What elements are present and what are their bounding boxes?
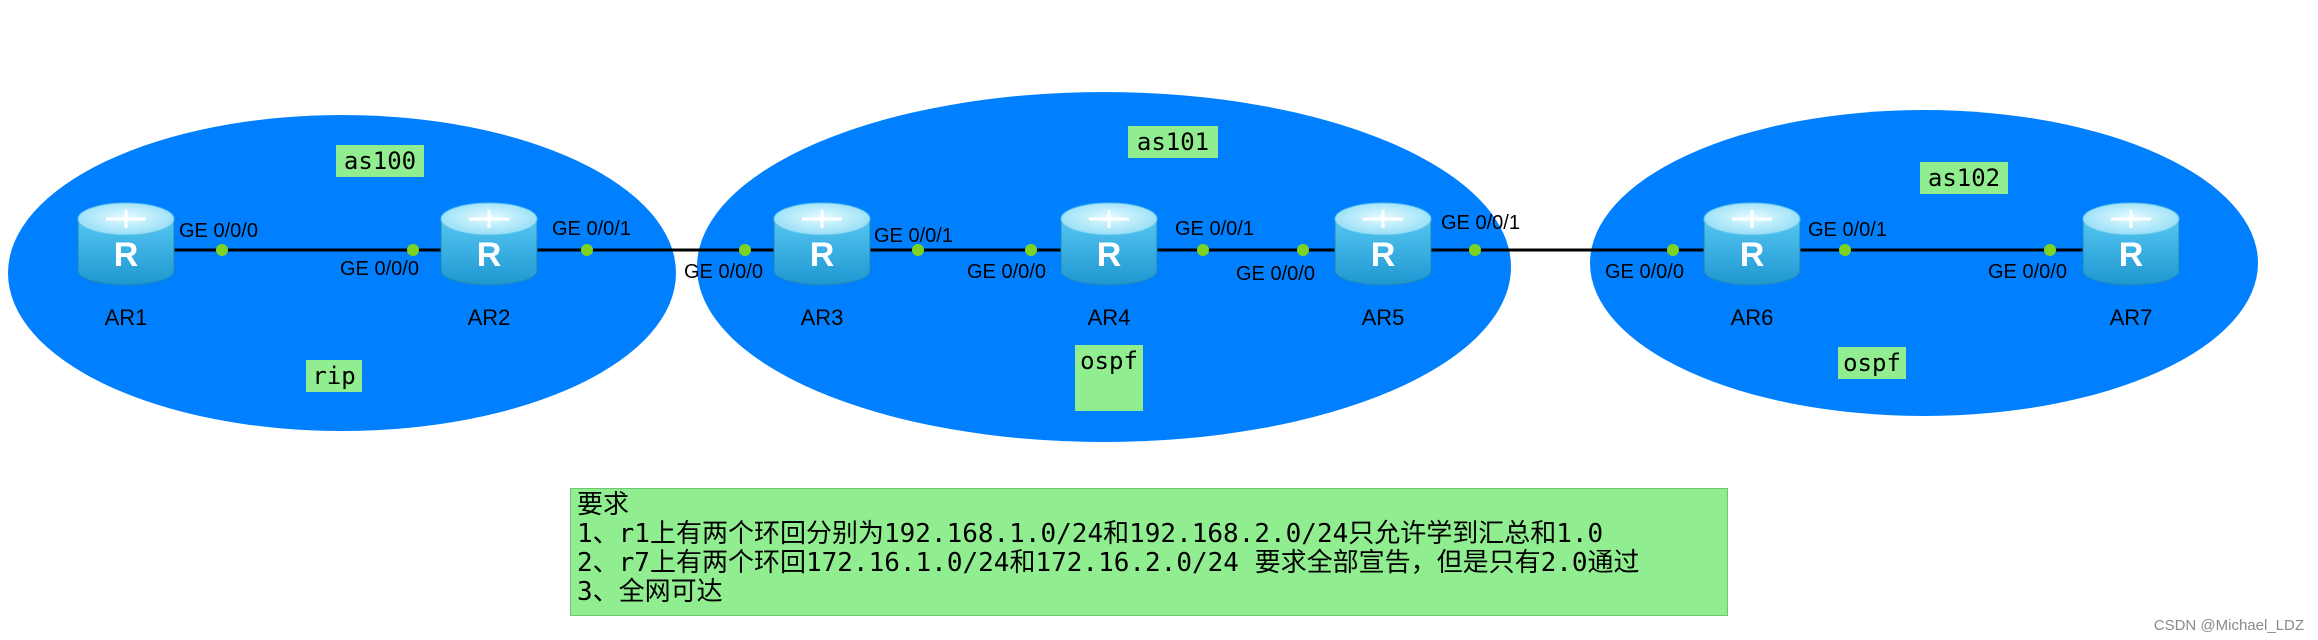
as-label: as100 xyxy=(344,147,416,175)
port-label: GE 0/0/1 xyxy=(1808,219,1887,241)
area-as102: as102 ospf xyxy=(1590,110,2258,416)
router-name: AR7 xyxy=(2110,305,2153,330)
requirement-line: 1、r1上有两个环回分别为192.168.1.0/24和192.168.2.0/… xyxy=(577,519,1604,549)
protocol-label: ospf xyxy=(1080,347,1138,375)
router-glyph: R xyxy=(477,236,502,274)
router-icon: R xyxy=(1703,202,1801,286)
as-label: as101 xyxy=(1137,128,1209,156)
router-ar7[interactable]: R AR7 xyxy=(2082,202,2180,330)
port-label: GE 0/0/0 xyxy=(684,261,763,283)
router-glyph: R xyxy=(114,236,139,274)
router-ar3[interactable]: R AR3 xyxy=(773,202,871,330)
requirements-heading: 要求 xyxy=(577,490,630,520)
port-label: GE 0/0/1 xyxy=(1441,212,1520,234)
router-name: AR3 xyxy=(801,305,844,330)
port-label: GE 0/0/0 xyxy=(179,220,258,242)
router-name: AR2 xyxy=(468,305,511,330)
requirement-line: 2、r7上有两个环回172.16.1.0/24和172.16.2.0/24 要求… xyxy=(577,548,1640,578)
router-glyph: R xyxy=(2119,236,2144,274)
router-icon: R xyxy=(77,202,175,286)
port-label: GE 0/0/0 xyxy=(1236,263,1315,285)
router-ar2[interactable]: R AR2 xyxy=(440,202,538,330)
router-icon: R xyxy=(773,202,871,286)
router-name: AR1 xyxy=(105,305,148,330)
router-ar5[interactable]: R AR5 xyxy=(1334,202,1432,330)
port-label: GE 0/0/0 xyxy=(967,261,1046,283)
port-label: GE 0/0/1 xyxy=(552,218,631,240)
router-glyph: R xyxy=(1740,236,1765,274)
router-glyph: R xyxy=(1371,236,1396,274)
routers: R AR1 R AR2 R AR3 R AR4 R AR5 R AR6 R AR7 xyxy=(77,202,2180,330)
router-name: AR5 xyxy=(1362,305,1405,330)
router-icon: R xyxy=(2082,202,2180,286)
router-icon: R xyxy=(440,202,538,286)
router-icon: R xyxy=(1060,202,1158,286)
router-icon: R xyxy=(1334,202,1432,286)
requirements-box: 要求 1、r1上有两个环回分别为192.168.1.0/24和192.168.2… xyxy=(570,488,1728,616)
protocol-label: ospf xyxy=(1843,349,1901,377)
watermark: CSDN @Michael_LDZ xyxy=(2153,617,2304,634)
router-glyph: R xyxy=(1097,236,1122,274)
port-label: GE 0/0/0 xyxy=(1988,261,2067,283)
router-ar1[interactable]: R AR1 xyxy=(77,202,175,330)
router-ar6[interactable]: R AR6 xyxy=(1703,202,1801,330)
port-label: GE 0/0/0 xyxy=(1605,261,1684,283)
port-label: GE 0/0/1 xyxy=(1175,218,1254,240)
router-glyph: R xyxy=(810,236,835,274)
as-label: as102 xyxy=(1928,164,2000,192)
port-label: GE 0/0/0 xyxy=(340,258,419,280)
router-ar4[interactable]: R AR4 xyxy=(1060,202,1158,330)
protocol-label: rip xyxy=(312,362,355,390)
port-dots xyxy=(216,244,2056,256)
requirement-line: 3、全网可达 xyxy=(577,577,723,607)
port-label: GE 0/0/1 xyxy=(874,225,953,247)
router-name: AR4 xyxy=(1088,305,1131,330)
area-as100: as100 rip xyxy=(8,115,676,431)
router-name: AR6 xyxy=(1731,305,1774,330)
